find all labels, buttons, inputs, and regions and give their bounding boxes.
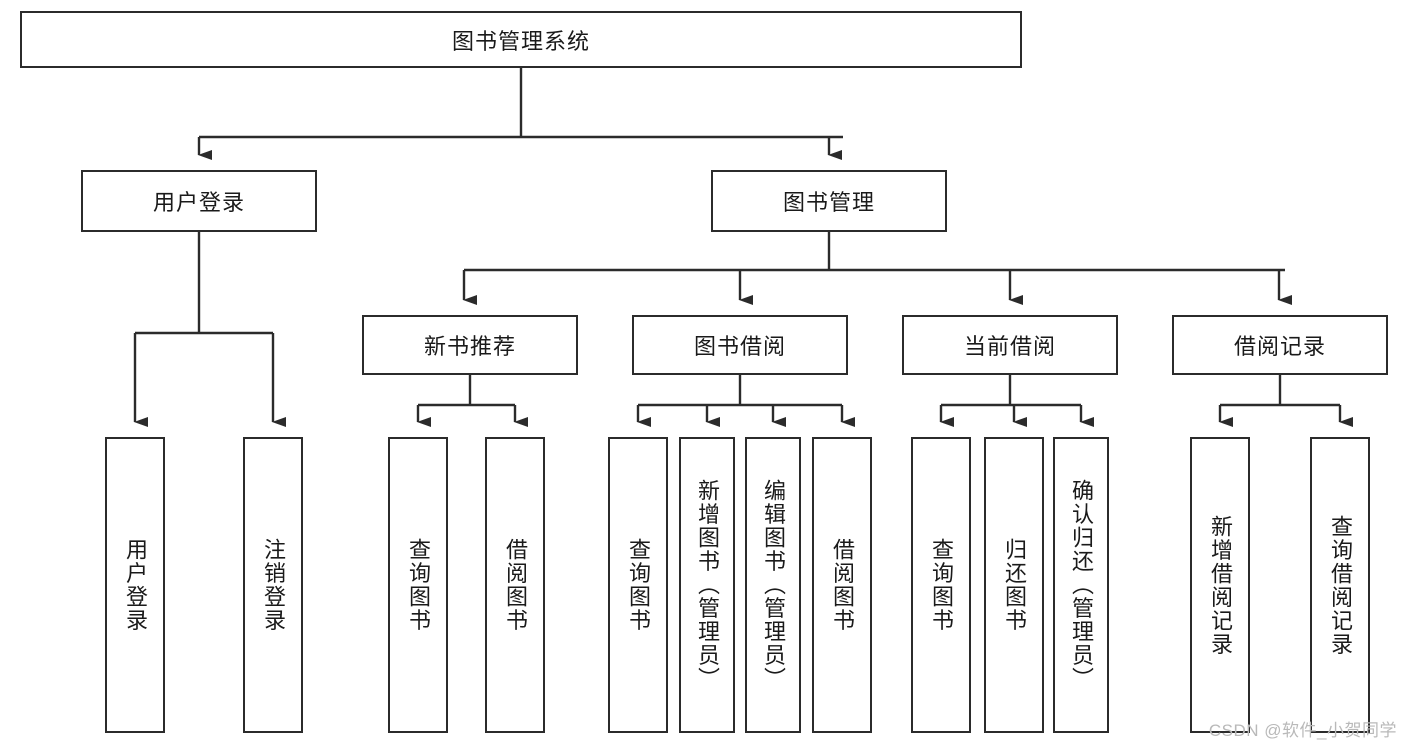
leaf-label: 编辑图书（管理员）: [761, 479, 786, 691]
node-new-book-recommend[interactable]: 新书推荐: [362, 315, 578, 375]
node-borrow-record-label: 借阅记录: [1233, 334, 1326, 359]
connector-bookborrow-to-leaves: [636, 375, 855, 427]
leaf-node-edit-book-admin[interactable]: 编辑图书（管理员）: [745, 437, 801, 733]
connector-newbook-to-leaves: [416, 375, 528, 427]
connector-userlogin-to-leaves: [133, 232, 286, 427]
leaf-label: 查询图书: [929, 538, 954, 632]
node-book-borrow-label: 图书借阅: [693, 334, 786, 359]
leaf-label: 查询图书: [406, 538, 431, 632]
node-borrow-record[interactable]: 借阅记录: [1172, 315, 1388, 375]
node-book-manage[interactable]: 图书管理: [711, 170, 947, 232]
connector-currentborrow-to-leaves: [939, 375, 1094, 427]
node-book-manage-label: 图书管理: [782, 190, 875, 215]
leaf-node-add-borrow-record[interactable]: 新增借阅记录: [1190, 437, 1250, 733]
leaf-node-query-borrow-record[interactable]: 查询借阅记录: [1310, 437, 1370, 733]
leaf-node-return-book[interactable]: 归还图书: [984, 437, 1044, 733]
node-user-login-label: 用户登录: [152, 190, 245, 215]
connector-root-to-level1: [197, 68, 843, 160]
node-user-login[interactable]: 用户登录: [81, 170, 317, 232]
leaf-label: 借阅图书: [503, 538, 528, 632]
node-root-label: 图书管理系统: [451, 28, 590, 54]
leaf-label: 借阅图书: [830, 538, 855, 632]
leaf-node-query-book-current[interactable]: 查询图书: [911, 437, 971, 733]
connector-borrowrecord-to-leaves: [1218, 375, 1353, 427]
node-root-system[interactable]: 图书管理系统: [20, 11, 1022, 68]
leaf-node-add-book-admin[interactable]: 新增图书（管理员）: [679, 437, 735, 733]
node-new-book-recommend-label: 新书推荐: [423, 334, 516, 359]
leaf-node-borrow-book[interactable]: 借阅图书: [812, 437, 872, 733]
node-book-borrow[interactable]: 图书借阅: [632, 315, 848, 375]
node-current-borrow-label: 当前借阅: [963, 334, 1056, 359]
leaf-node-query-book-recommend[interactable]: 查询图书: [388, 437, 448, 733]
node-current-borrow[interactable]: 当前借阅: [902, 315, 1118, 375]
leaf-label: 新增借阅记录: [1208, 514, 1233, 656]
connector-bookmanage-to-level2: [462, 232, 1292, 305]
leaf-label: 注销登录: [261, 538, 286, 632]
leaf-node-borrow-book-recommend[interactable]: 借阅图书: [485, 437, 545, 733]
leaf-node-user-logout[interactable]: 注销登录: [243, 437, 303, 733]
leaf-node-user-login[interactable]: 用户登录: [105, 437, 165, 733]
leaf-label: 新增图书（管理员）: [695, 479, 720, 691]
leaf-label: 确认归还（管理员）: [1069, 479, 1094, 691]
leaf-label: 归还图书: [1002, 538, 1027, 632]
leaf-label: 查询图书: [626, 538, 651, 632]
leaf-node-confirm-return-admin[interactable]: 确认归还（管理员）: [1053, 437, 1109, 733]
csdn-watermark: CSDN @软件_小贺同学: [1208, 721, 1397, 740]
leaf-label: 查询借阅记录: [1328, 514, 1353, 656]
leaf-node-query-book-borrow[interactable]: 查询图书: [608, 437, 668, 733]
leaf-label: 用户登录: [123, 538, 148, 632]
